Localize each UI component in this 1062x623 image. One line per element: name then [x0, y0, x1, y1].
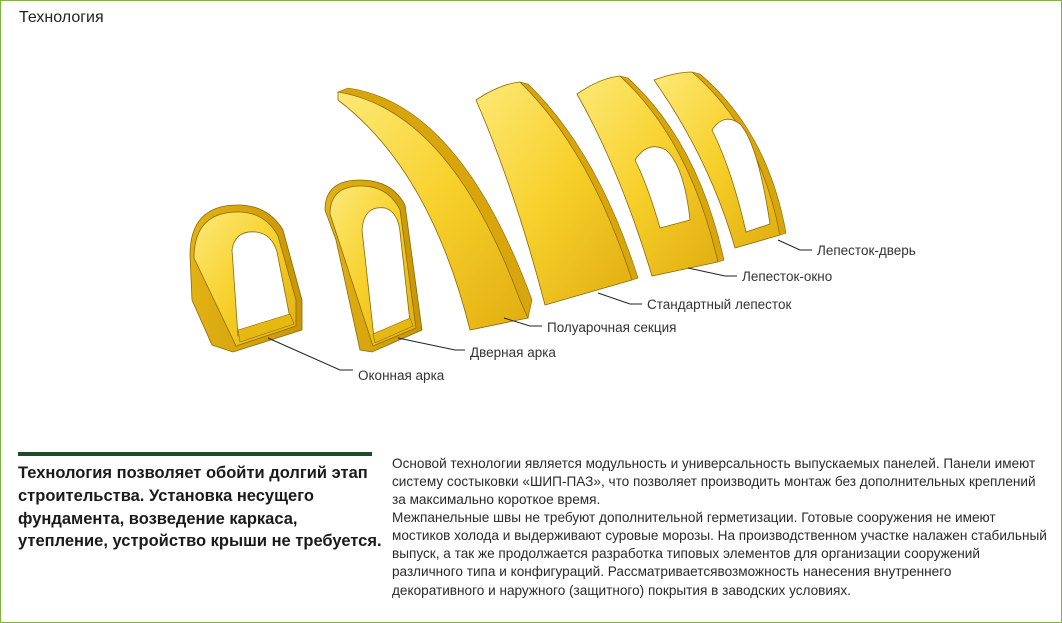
label-half-arch: Полуарочная секция: [547, 320, 676, 335]
description-paragraph-1: Основой технологии является модульность …: [392, 456, 1036, 508]
lead-statement: Технология позволяет обойти долгий этап …: [18, 464, 382, 551]
label-standard-petal: Стандартный лепесток: [647, 297, 791, 312]
description-text: Основой технологии является модульность …: [392, 455, 1047, 600]
label-door-petal: Лепесток-дверь: [817, 243, 916, 258]
window-petal-panel: [576, 75, 725, 277]
panels-diagram: Оконная арка Дверная арка Полуарочная се…: [189, 71, 916, 383]
door-arch-leader: [397, 337, 465, 351]
label-window-arch: Оконная арка: [358, 368, 445, 383]
window-arch-panel: [189, 204, 303, 353]
window-petal-leader: [687, 267, 737, 277]
page-title: Технология: [19, 9, 104, 26]
label-door-arch: Дверная арка: [470, 345, 556, 360]
half-arch-panel: [336, 87, 533, 331]
door-arch-panel: [324, 179, 423, 353]
description-paragraph-2: Межпанельные швы не требуют дополнительн…: [392, 510, 1047, 598]
door-petal-leader: [777, 239, 812, 251]
door-petal-panel: [653, 71, 787, 249]
label-window-petal: Лепесток-окно: [742, 269, 832, 284]
standard-petal-leader: [597, 292, 642, 305]
half-arch-leader: [503, 317, 542, 327]
window-arch-leader: [267, 337, 353, 371]
section-divider: [18, 452, 372, 456]
standard-petal-panel: [475, 81, 639, 306]
